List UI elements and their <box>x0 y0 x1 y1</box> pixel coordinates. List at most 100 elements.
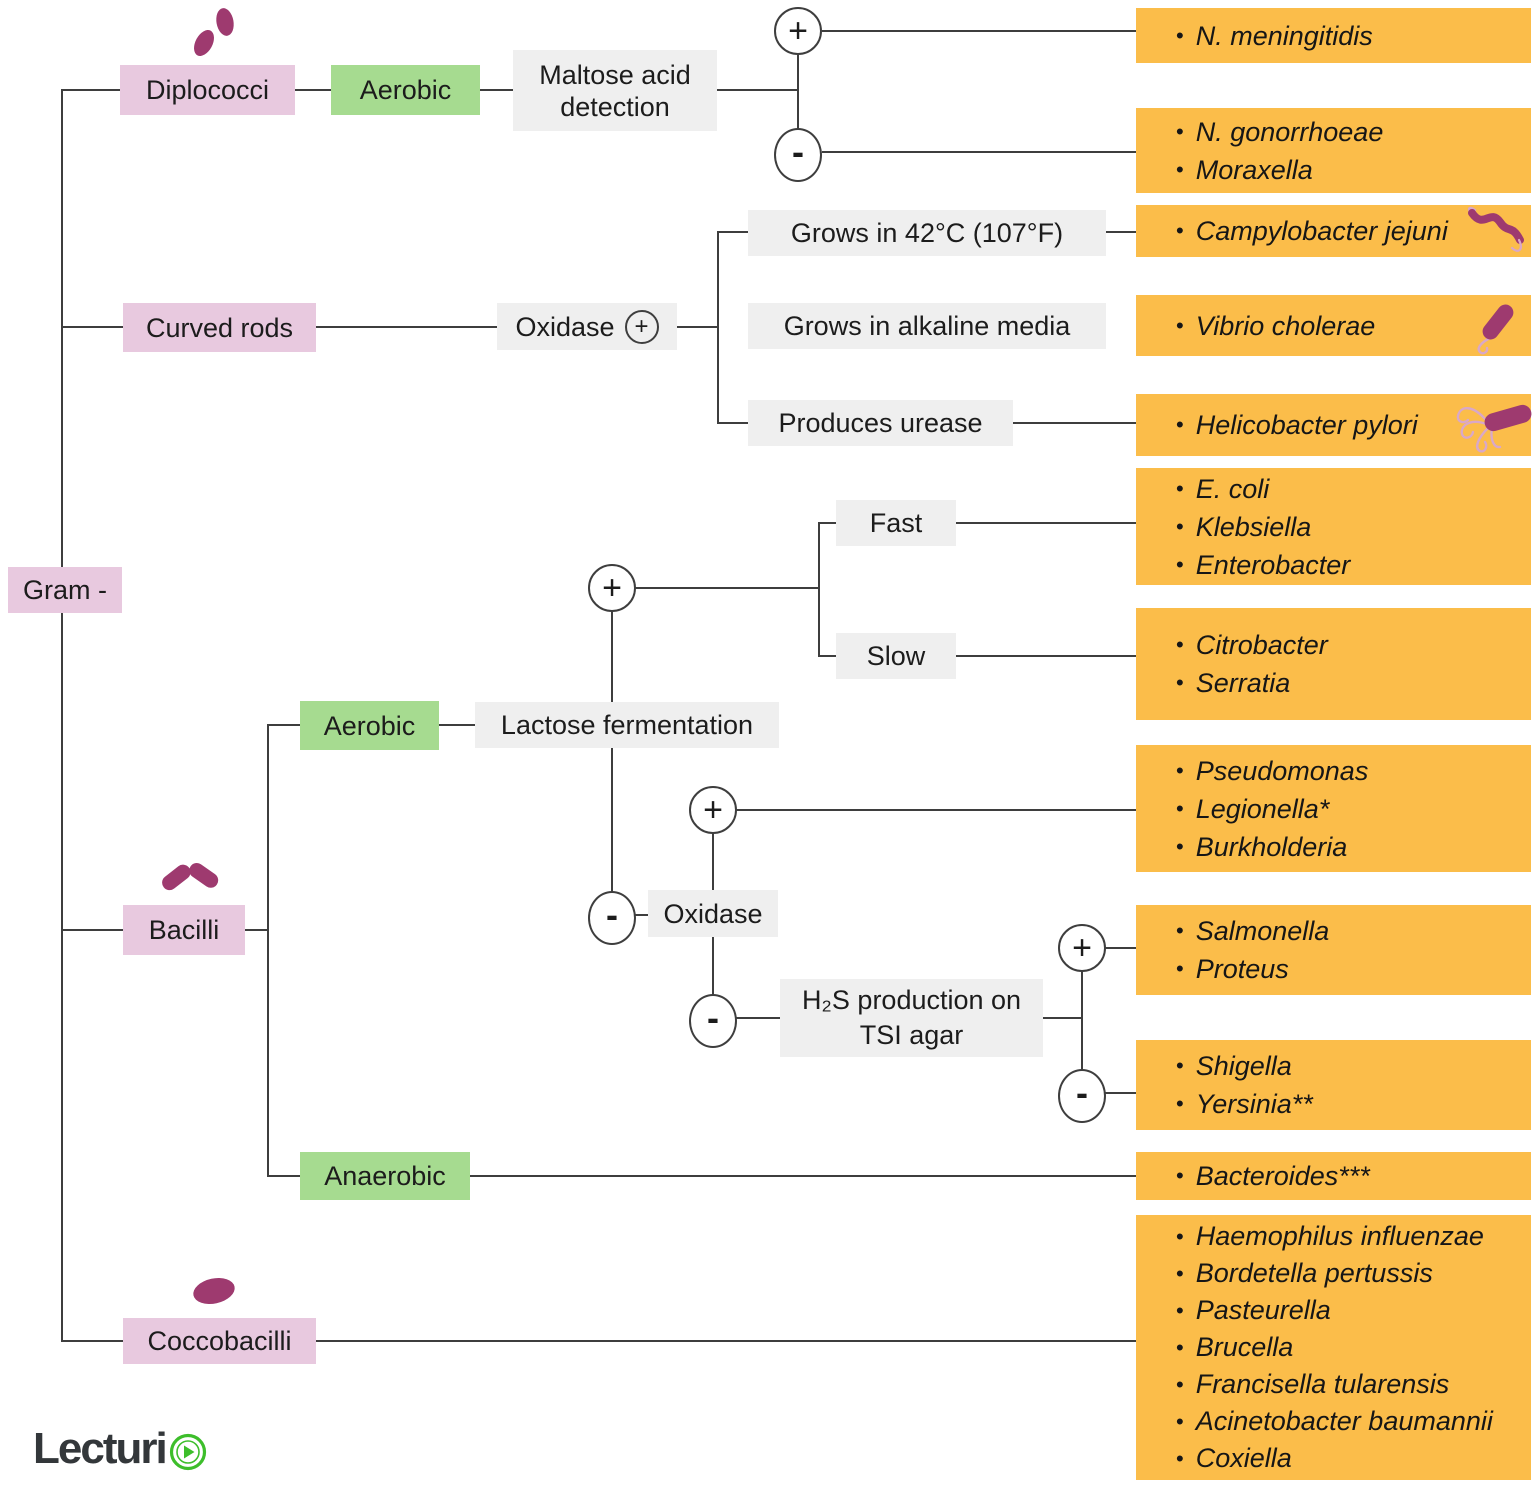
connector <box>316 326 497 328</box>
helicobacter-icon <box>1456 404 1532 453</box>
coccobacilli-node: Coccobacilli <box>123 1318 316 1364</box>
connector <box>717 231 748 233</box>
diplococci-node: Diplococci <box>120 65 295 115</box>
connector <box>822 30 1136 32</box>
connector <box>1013 422 1136 424</box>
connector <box>611 588 613 702</box>
connector <box>822 151 1136 153</box>
campylobacter-icon <box>1467 206 1524 252</box>
species-item: E. coli <box>1176 470 1531 508</box>
circled-plus-icon: + <box>624 309 659 344</box>
species-item: Shigella <box>1176 1047 1531 1085</box>
species-item: Acinetobacter baumannii <box>1176 1403 1531 1440</box>
plus-circle: + <box>1058 924 1106 972</box>
plus-circle: + <box>774 7 822 55</box>
connector <box>1105 947 1136 949</box>
lactose-fermentation-node: Lactose fermentation <box>475 702 779 748</box>
maltose-test-node: Maltose acid detection <box>513 50 717 131</box>
h2s-tsi-node: H₂S production on TSI agar <box>780 979 1043 1057</box>
species-item: Citrobacter <box>1176 626 1531 664</box>
species-item: Proteus <box>1176 950 1531 988</box>
oxidase-label: Oxidase <box>515 311 615 342</box>
coccobacillus-icon <box>193 1278 235 1304</box>
bacilli-node: Bacilli <box>123 905 245 955</box>
connector <box>295 89 331 91</box>
fast-node: Fast <box>836 500 956 546</box>
species-item: Bordetella pertussis <box>1176 1255 1531 1292</box>
connector <box>1105 1092 1136 1094</box>
species-item: Haemophilus influenzae <box>1176 1218 1531 1255</box>
bacilli-aerobic-node: Aerobic <box>300 701 439 750</box>
connector <box>635 587 820 589</box>
species-item: N. gonorrhoeae <box>1176 113 1531 151</box>
connector <box>677 326 718 328</box>
species-box-coccobacilli: Haemophilus influenzae Bordetella pertus… <box>1136 1215 1531 1480</box>
connector <box>717 422 748 424</box>
species-item: Helicobacter pylori <box>1176 406 1531 444</box>
lecturio-logo: Lecturi <box>33 1424 208 1474</box>
species-item: Pseudomonas <box>1176 752 1531 790</box>
species-box-h2s-negative: Shigella Yersinia** <box>1136 1040 1531 1130</box>
gram-negative-node: Gram - <box>8 567 122 613</box>
connector <box>956 655 1136 657</box>
minus-circle: - <box>1058 1069 1106 1123</box>
curved-rods-node: Curved rods <box>123 303 316 352</box>
connector <box>245 929 268 931</box>
connector <box>717 231 719 423</box>
connector <box>956 522 1136 524</box>
connector <box>797 31 799 152</box>
connector <box>61 89 120 91</box>
connector <box>611 748 613 915</box>
connector <box>316 1340 1136 1342</box>
grows-alkaline-node: Grows in alkaline media <box>748 303 1106 349</box>
connector <box>736 809 1136 811</box>
connector <box>267 724 269 1177</box>
diplococci-aerobic-node: Aerobic <box>331 65 480 115</box>
bacilli-anaerobic-node: Anaerobic <box>300 1152 470 1200</box>
connector <box>717 89 799 91</box>
species-item: Moraxella <box>1176 151 1531 189</box>
connector <box>480 89 513 91</box>
minus-circle: - <box>588 891 636 945</box>
species-box-h2s-positive: Salmonella Proteus <box>1136 905 1531 995</box>
species-box-anaerobic: Bacteroides*** <box>1136 1152 1531 1200</box>
species-box-fast-fermenters: E. coli Klebsiella Enterobacter <box>1136 468 1531 585</box>
species-box-campylobacter: Campylobacter jejuni <box>1136 205 1531 257</box>
logo-wordmark: Lecturi <box>33 1424 168 1473</box>
diplococci-icon <box>194 8 234 56</box>
species-item: Enterobacter <box>1176 546 1531 584</box>
vibrio-icon <box>1477 304 1514 355</box>
species-item: Pasteurella <box>1176 1292 1531 1329</box>
oxidase-node: Oxidase <box>648 890 778 937</box>
bacilli-icon <box>162 863 219 891</box>
species-item: Legionella* <box>1176 790 1531 828</box>
species-item: Coxiella <box>1176 1440 1531 1477</box>
species-item: Salmonella <box>1176 912 1531 950</box>
plus-circle: + <box>689 786 737 834</box>
connector <box>712 810 714 890</box>
play-icon <box>169 1433 206 1471</box>
grows-42c-node: Grows in 42°C (107°F) <box>748 210 1106 256</box>
connector <box>470 1175 1136 1177</box>
species-item: Vibrio cholerae <box>1176 307 1531 345</box>
species-box-maltose-positive: N. meningitidis <box>1136 8 1531 63</box>
oxidase-positive-node: Oxidase + <box>497 303 677 350</box>
species-box-vibrio: Vibrio cholerae <box>1136 295 1531 356</box>
minus-circle: - <box>689 994 737 1048</box>
species-box-maltose-negative: N. gonorrhoeae Moraxella <box>1136 108 1531 193</box>
plus-circle: + <box>588 564 636 612</box>
species-item: Francisella tularensis <box>1176 1366 1531 1403</box>
species-item: Bacteroides*** <box>1176 1157 1531 1195</box>
minus-circle: - <box>774 128 822 182</box>
connector <box>439 724 475 726</box>
connector <box>818 522 820 657</box>
connector <box>712 937 714 1018</box>
connector <box>267 1175 300 1177</box>
species-item: Burkholderia <box>1176 828 1531 866</box>
species-item: Yersinia** <box>1176 1085 1531 1123</box>
connector <box>635 914 649 916</box>
connector <box>736 1017 780 1019</box>
connector <box>818 522 836 524</box>
connector <box>61 1340 123 1342</box>
connector-trunk <box>61 90 63 1341</box>
